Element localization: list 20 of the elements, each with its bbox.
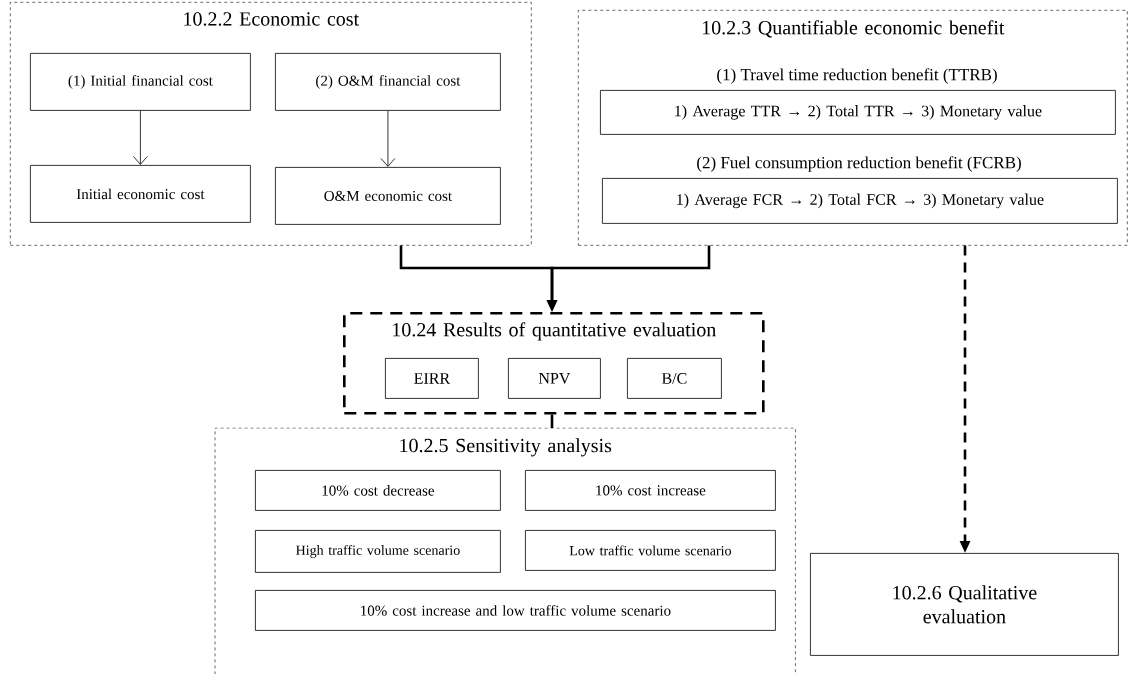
process-box: EIRR xyxy=(385,358,479,399)
connector-line xyxy=(550,414,554,428)
arrow xyxy=(133,110,148,165)
process-box: O&M economic cost xyxy=(275,167,501,225)
process-box: (1) Initial financial cost xyxy=(30,53,251,111)
process-box: Low traffic volume scenario xyxy=(525,530,776,571)
process-box: 10% cost decrease xyxy=(255,470,501,511)
process-box: High traffic volume scenario xyxy=(255,530,501,573)
process-box: (2) O&M financial cost xyxy=(275,53,501,111)
node-label: (1) Travel time reduction benefit (TTRB) xyxy=(717,68,997,84)
process-box: 10% cost increase xyxy=(525,470,776,511)
process-box: B/C xyxy=(627,358,722,399)
node-label: (2) Fuel consumption reduction benefit (FCRB) xyxy=(697,156,1021,172)
process-box: NPV xyxy=(508,358,601,399)
labeled-box: (1) Travel time reduction benefit (TTRB) 1) Average TTR → 2) Total TTR → 3) Monetary value xyxy=(600,68,1116,135)
process-box: Initial economic cost xyxy=(30,165,251,223)
process-box: 10.2.6 Qualitative evaluation xyxy=(810,553,1119,656)
process-box: 10% cost increase and low traffic volume scenario xyxy=(255,590,776,631)
labeled-box: (2) Fuel consumption reduction benefit (FCRB) 1) Average FCR → 2) Total FCR → 3) Monetary value xyxy=(602,156,1118,224)
arrow xyxy=(380,110,396,167)
